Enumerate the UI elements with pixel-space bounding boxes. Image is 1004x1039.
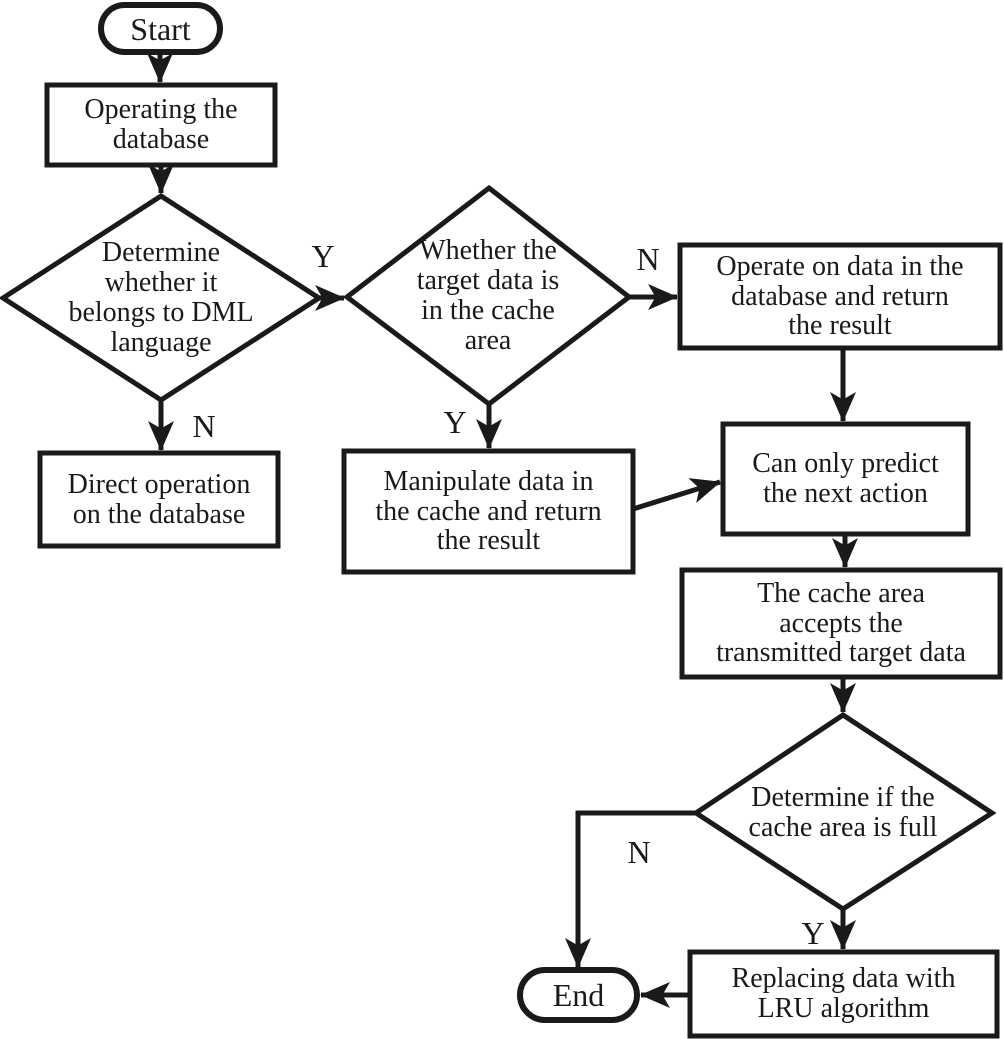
start-label: Start xyxy=(130,10,191,47)
dml-no-label: N xyxy=(192,407,216,444)
operating-database-box xyxy=(44,82,278,168)
cache-full-decision-label: Determine if the cache area is full xyxy=(748,782,938,843)
dml-yes-label: Y xyxy=(311,237,335,274)
cache-yes-label: Y xyxy=(443,403,467,440)
predict-next-action-box xyxy=(720,421,971,537)
cache-no-label: N xyxy=(636,240,660,277)
edge-full-no-to-end xyxy=(565,810,696,968)
full-no-label: N xyxy=(627,833,651,870)
direct-operation-box xyxy=(37,450,281,549)
operate-on-database-box xyxy=(677,242,1003,351)
full-yes-label: Y xyxy=(801,914,825,951)
operating-database-label: Operating the database xyxy=(84,94,238,155)
dml-decision-label: Determine whether it belongs to DML lang… xyxy=(68,237,254,358)
end-terminator-shape xyxy=(517,967,640,1023)
replace-lru-label: Replacing data with LRU algorithm xyxy=(731,963,956,1024)
edge-manipulate-to-predict xyxy=(632,478,721,512)
end-label: End xyxy=(552,977,605,1013)
cache-decision-label: Whether the target data is in the cache … xyxy=(416,235,560,356)
manipulate-cache-box xyxy=(341,448,636,575)
start-terminator-shape xyxy=(98,2,223,55)
cache-accepts-label: The cache area accepts the transmitted t… xyxy=(716,577,966,669)
direct-operation-label: Direct operation on the database xyxy=(67,468,251,530)
predict-next-action-label: Can only predict the next action xyxy=(752,448,939,509)
operate-on-database-label: Operate on data in the database and retu… xyxy=(716,250,964,342)
manipulate-cache-label: Manipulate data in the cache and return … xyxy=(375,465,602,557)
